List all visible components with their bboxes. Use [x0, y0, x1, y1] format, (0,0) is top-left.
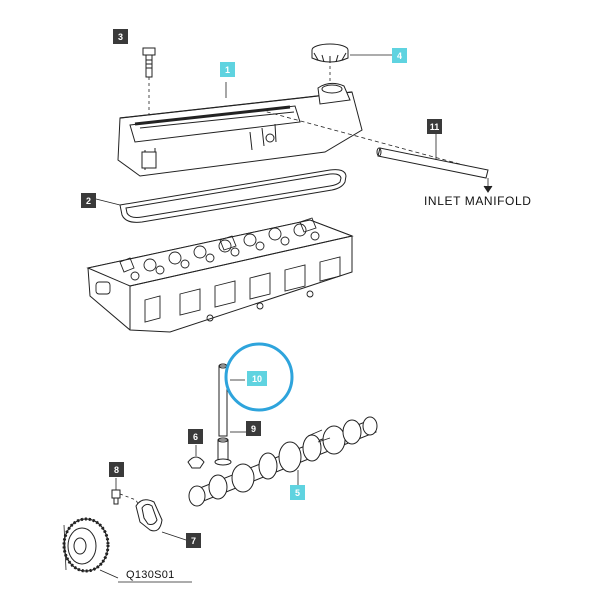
- inlet-pipe-part: [376, 134, 493, 193]
- callout-2: 2: [81, 193, 96, 208]
- filler-cap-part: [311, 43, 394, 84]
- callout-4: 4: [392, 48, 407, 63]
- push-rod-part: [218, 363, 245, 437]
- callout-7: 7: [186, 533, 201, 548]
- tappet-part: [214, 431, 246, 466]
- rocker-cover-part: [117, 82, 483, 177]
- camshaft-part: [188, 416, 378, 507]
- camshaft-gear-part: [62, 517, 119, 579]
- callout-8: 8: [109, 462, 124, 477]
- drawing-code-label: Q130S01: [126, 569, 175, 581]
- inlet-manifold-label: INLET MANIFOLD: [424, 194, 532, 208]
- collet-part: [187, 445, 205, 469]
- screw-part: [111, 478, 141, 509]
- callout-3: 3: [113, 29, 128, 44]
- callout-5: 5: [290, 485, 305, 500]
- thrust-plate-part: [135, 499, 187, 541]
- callout-1: 1: [220, 62, 235, 77]
- callout-11: 11: [427, 119, 442, 134]
- highlight-ring: [224, 342, 294, 412]
- cylinder-head-part: [86, 217, 354, 333]
- bolt-part: [142, 47, 156, 150]
- gasket-part: [95, 169, 347, 223]
- callout-6: 6: [188, 429, 203, 444]
- callout-10: 10: [247, 371, 267, 386]
- callout-9: 9: [246, 421, 261, 436]
